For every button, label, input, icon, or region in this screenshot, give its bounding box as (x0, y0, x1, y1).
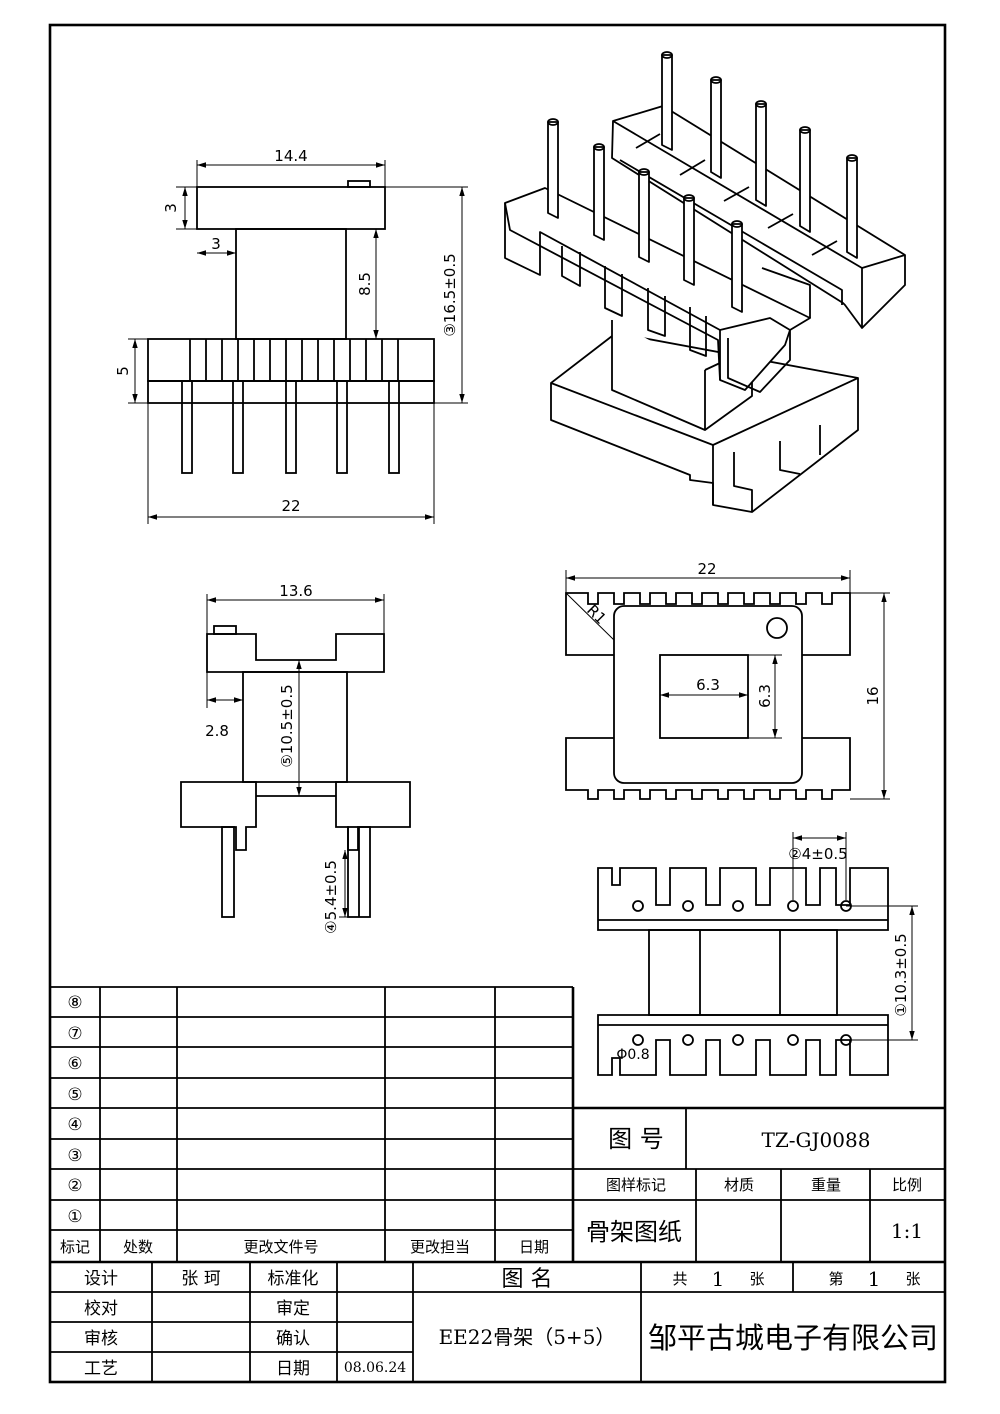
part-name: EE22骨架（5+5） (439, 1325, 616, 1349)
rev-row-6: ⑥ (67, 1054, 82, 1074)
rev-row-7: ⑦ (67, 1024, 82, 1044)
dim-pin-diameter: Φ0.8 (616, 1047, 649, 1063)
bottom-view-dims (792, 832, 918, 1041)
check-label: 校对 (84, 1299, 118, 1319)
page-no: 1 (868, 1267, 881, 1291)
page-suffix: 张 (905, 1270, 920, 1288)
rev-row-4: ④ (67, 1115, 82, 1135)
top-view (565, 592, 851, 800)
scale-value: 1:1 (891, 1219, 923, 1243)
dim-front-top-width: 14.4 (274, 147, 307, 165)
page-prefix: 第 (828, 1270, 843, 1288)
dim-front-core-height: 8.5 (356, 272, 374, 296)
dim-top-core-depth: 6.3 (756, 684, 774, 708)
date-label: 日期 (276, 1359, 310, 1379)
rev-row-1: ① (67, 1207, 82, 1227)
rev-row-2: ② (67, 1176, 82, 1196)
doc-type: 骨架图纸 (586, 1218, 682, 1246)
rev-header-owner: 更改担当 (410, 1238, 470, 1256)
rev-header-count: 处数 (123, 1238, 153, 1256)
dim-top-width: 22 (697, 560, 716, 578)
sheet-border (48, 23, 947, 1384)
dim-pin-pitch: ②4±0.5 (788, 845, 847, 863)
review-label: 审定 (276, 1299, 310, 1319)
bottom-view (597, 867, 889, 1076)
rev-header-date: 日期 (519, 1238, 549, 1256)
dim-front-flange-offset: 3 (211, 235, 221, 253)
dim-top-core-width: 6.3 (696, 676, 720, 694)
sample-mark-label: 图样标记 (606, 1176, 666, 1194)
dim-front-total-height: ③16.5±0.5 (441, 253, 459, 336)
side-view (180, 625, 411, 918)
rev-row-8: ⑧ (67, 993, 82, 1013)
front-view (128, 160, 468, 524)
dim-front-base-height: 5 (114, 366, 132, 376)
rev-header-mark: 标记 (60, 1238, 90, 1256)
audit-label: 审核 (84, 1329, 118, 1349)
total-sheets: 1 (712, 1267, 725, 1291)
dim-front-base-width: 22 (281, 497, 300, 515)
rev-row-5: ⑤ (67, 1085, 82, 1105)
process-label: 工艺 (84, 1359, 118, 1379)
drawing-no-label: 图 号 (608, 1125, 664, 1153)
company-name: 邹平古城电子有限公司 (648, 1321, 938, 1355)
dim-top-depth: 16 (864, 686, 882, 705)
bottom-block-grid (50, 1262, 945, 1382)
dim-side-pin-length: ④5.4±0.5 (322, 860, 340, 934)
dim-side-top-width: 13.6 (279, 582, 312, 600)
weight-label: 重量 (811, 1176, 841, 1194)
drawing-no: TZ-GJ0088 (762, 1128, 871, 1152)
dim-front-flange-thickness: 3 (162, 203, 180, 213)
scale-label: 比例 (892, 1176, 922, 1194)
design-label: 设计 (84, 1269, 118, 1289)
dim-pin-row-spacing: ①10.3±0.5 (892, 933, 910, 1016)
isometric-view (504, 51, 906, 513)
drawing-name-label: 图 名 (502, 1267, 553, 1292)
designer: 张 珂 (181, 1269, 220, 1289)
dim-side-offset: 2.8 (205, 722, 229, 740)
rev-row-3: ③ (67, 1146, 82, 1166)
date-value: 08.06.24 (344, 1360, 406, 1376)
confirm-label: 确认 (276, 1329, 310, 1349)
revision-table-grid (50, 986, 945, 1264)
dim-side-window-height: ⑤10.5±0.5 (278, 684, 296, 767)
rev-header-doc: 更改文件号 (243, 1238, 318, 1256)
top-view-dims (565, 570, 890, 800)
standardize-label: 标准化 (268, 1269, 319, 1289)
title-block-grid (573, 1106, 945, 1262)
side-view-dims (206, 594, 385, 918)
dim-top-radius: R1 (583, 601, 610, 628)
material-label: 材质 (724, 1176, 754, 1194)
total-prefix: 共 (672, 1270, 687, 1288)
sheet-suffix: 张 (749, 1270, 764, 1288)
